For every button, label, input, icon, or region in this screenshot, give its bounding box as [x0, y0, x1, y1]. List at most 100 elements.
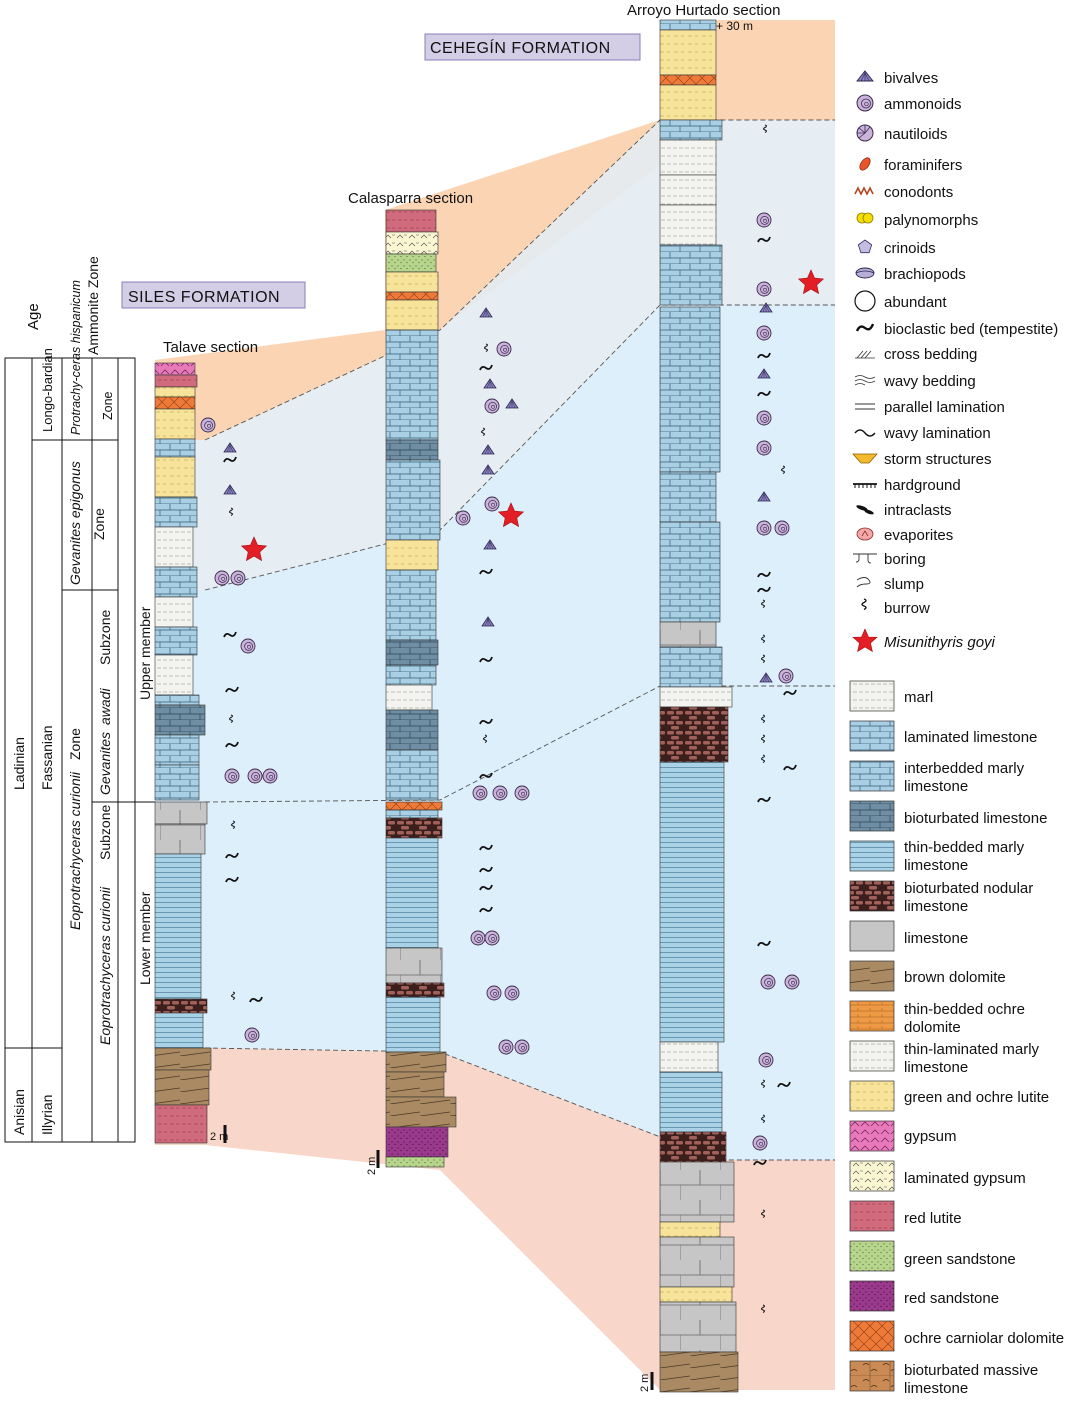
lithology-swatch-laminated-limestone — [850, 721, 894, 751]
abundant-icon — [855, 291, 875, 311]
legend-lithology — [850, 681, 894, 1391]
zone-eoprotrachyceras-label: Zone — [67, 728, 83, 760]
lith-label-limestone: limestone — [904, 930, 968, 947]
legend-label-brachiopods: brachiopods — [884, 266, 966, 283]
lith-label-green-sandstone: green sandstone — [904, 1251, 1016, 1268]
legend-label-hardground: hardground — [884, 477, 961, 494]
lithology-swatch-interbedded — [850, 761, 894, 791]
lith-label-laminated-gypsum: laminated gypsum — [904, 1170, 1026, 1187]
lithology-swatch-red-lutite — [850, 1201, 894, 1231]
lith-label-interbedded-l2: limestone — [904, 778, 968, 795]
lithology-swatch-ochre-dolomite — [850, 1001, 894, 1031]
legend-label-evaporites: evaporites — [884, 527, 953, 544]
lithology-swatch-marl — [850, 681, 894, 711]
lithology-swatch-limestone — [850, 921, 894, 951]
lith-label-ochre-dolomite-l1: thin-bedded ochre — [904, 1001, 1025, 1018]
storm-structure-icon — [853, 454, 877, 463]
slump-icon — [857, 578, 870, 588]
subzone-awadi-suffix: Subzone — [97, 610, 113, 665]
subzone-curionii-suffix: Subzone — [97, 805, 113, 860]
legend-label-storm-structures: storm structures — [884, 451, 992, 468]
nautiloid-icon — [857, 125, 873, 141]
substage-fassanian: Fassanian — [39, 725, 55, 790]
substage-illyrian: Illyrian — [39, 1095, 55, 1135]
lithology-swatch-laminated-gypsum — [850, 1161, 894, 1191]
legend-label-nautiloids: nautiloids — [884, 126, 947, 143]
legend-label-misunithyris: Misunithyris goyi — [884, 634, 996, 651]
legend-label-cross-bedding: cross bedding — [884, 346, 977, 363]
lith-label-thin-bedded-l2: limestone — [904, 857, 968, 874]
lith-label-nodular-l2: limestone — [904, 898, 968, 915]
foraminifer-icon — [858, 156, 873, 172]
lithology-swatch-nodular — [850, 881, 894, 911]
lithology-swatch-gypsum — [850, 1121, 894, 1151]
lithology-swatch-massive — [850, 1361, 894, 1391]
lith-label-laminated-limestone: laminated limestone — [904, 729, 1037, 746]
top-mark: + 30 m — [716, 19, 753, 33]
talave-section-title: Talave section — [163, 339, 258, 356]
star-icon — [853, 629, 877, 652]
bivalve-icon — [857, 71, 873, 81]
legend-label-intraclasts: intraclasts — [884, 502, 952, 519]
wavy-lamination-icon — [855, 430, 875, 436]
lith-label-gypsum: gypsum — [904, 1128, 957, 1145]
legend-symbols: bivalves ammonoids nautiloids foraminife… — [853, 70, 1058, 652]
member-upper: Upper member — [137, 606, 153, 700]
legend-label-wavy-lamination: wavy lamination — [883, 425, 991, 442]
lith-label-carniolar: ochre carniolar dolomite — [904, 1330, 1064, 1347]
lith-label-thin-bedded-l1: thin-bedded marly — [904, 839, 1025, 856]
lithology-swatch-brown-dolomite — [850, 961, 894, 991]
zone-gevanites-label: Zone — [91, 508, 107, 540]
cehegin-formation-box: CEHEGÍN FORMATION — [425, 34, 640, 60]
legend-label-palynomorphs: palynomorphs — [884, 212, 978, 229]
cross-bedding-icon — [855, 351, 875, 358]
subzone-awadi-a: Gevanites — [97, 732, 113, 795]
ammonoid-icon — [857, 95, 873, 111]
lithology-swatch-thin-bedded — [850, 841, 894, 871]
lith-label-thin-laminated-l1: thin-laminated marly — [904, 1041, 1040, 1058]
lith-label-marl: marl — [904, 689, 933, 706]
lithology-swatch-lutite — [850, 1081, 894, 1111]
zone-protrachyceras-label: Zone — [101, 391, 115, 420]
lithology-swatch-thin-laminated — [850, 1041, 894, 1071]
legend-label-parallel-lamination: parallel lamination — [884, 399, 1005, 416]
wavy-bedding-icon — [855, 376, 875, 386]
stage-anisian: Anisian — [11, 1089, 27, 1135]
substage-longobardian: Longo-bardian — [40, 348, 55, 432]
legend-lithology-labels: marl laminated limestone interbedded mar… — [904, 689, 1064, 1397]
zone-protrachyceras: Protrachy-ceras hispanicum — [69, 280, 83, 435]
legend-label-foraminifers: foraminifers — [884, 157, 962, 174]
scale-label-calasparra: 2 m — [366, 1157, 378, 1175]
boring-icon — [853, 554, 877, 563]
subzone-curionii: Eoprotrachyceras curionii — [97, 886, 113, 1045]
lithology-swatch-carniolar — [850, 1321, 894, 1351]
lith-label-red-sandstone: red sandstone — [904, 1290, 999, 1307]
lith-label-bioturbated-limestone: bioturbated limestone — [904, 810, 1047, 827]
zone-gevanites: Gevanites epigonus — [67, 461, 83, 585]
legend-label-wavy-bedding: wavy bedding — [883, 373, 976, 390]
siles-formation-box: SILES FORMATION — [122, 282, 305, 308]
lith-label-lutite: green and ochre lutite — [904, 1089, 1049, 1106]
arroyo-section-title: Arroyo Hurtado section — [627, 2, 780, 19]
lith-label-interbedded-l1: interbedded marly — [904, 760, 1025, 777]
parallel-lamination-icon — [855, 404, 875, 409]
lithology-swatch-bioturbated-limestone — [850, 801, 894, 831]
subzone-awadi-b: awadi — [97, 688, 113, 725]
lith-label-massive-l2: limestone — [904, 1380, 968, 1397]
siles-formation-label: SILES FORMATION — [128, 289, 280, 306]
ammonite-header: Ammonite Zone — [85, 256, 101, 355]
scale-label-arroyo: 2 m — [639, 1374, 651, 1392]
brachiopod-icon — [856, 268, 874, 278]
lith-label-thin-laminated-l2: limestone — [904, 1059, 968, 1076]
intraclast-icon — [856, 504, 875, 515]
lith-label-massive-l1: bioturbated massive — [904, 1362, 1038, 1379]
lith-label-ochre-dolomite-l2: dolomite — [904, 1019, 961, 1036]
tempestite-icon — [857, 324, 873, 331]
burrow-icon — [862, 599, 866, 610]
lith-label-red-lutite: red lutite — [904, 1210, 962, 1227]
cehegin-formation-label: CEHEGÍN FORMATION — [430, 38, 611, 57]
zone-eoprotrachyceras: Eoprotrachyceras curionii — [67, 771, 83, 930]
lithology-swatch-green-sandstone — [850, 1241, 894, 1271]
conodont-icon — [855, 188, 873, 194]
